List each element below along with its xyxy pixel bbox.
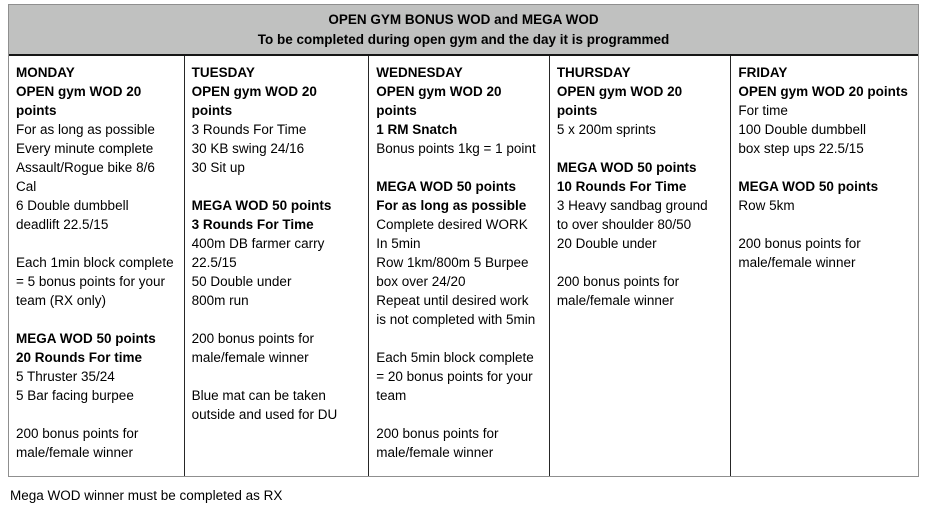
wod-line: MEGA WOD 50 points bbox=[556, 160, 697, 175]
day-column-wednesday: WEDNESDAY OPEN gym WOD 20 points 1 RM Snat… bbox=[369, 56, 550, 476]
blank-line bbox=[16, 405, 176, 424]
blank-line bbox=[192, 367, 361, 386]
wod-line: Each 1min block complete = 5 bonus point… bbox=[16, 255, 174, 308]
wod-line: Row 5km bbox=[738, 198, 795, 213]
blank-line bbox=[16, 310, 176, 329]
wod-line: 6 Double dumbbell bbox=[16, 198, 129, 213]
blank-line bbox=[376, 405, 541, 424]
wod-line: MEGA WOD 50 points bbox=[738, 179, 879, 194]
blank-line bbox=[192, 177, 361, 196]
wod-line: 5 Bar facing burpee bbox=[16, 388, 134, 403]
wod-line: 5 x 200m sprints bbox=[556, 122, 656, 137]
wod-line: For as long as possible bbox=[376, 198, 527, 213]
wod-line: For time bbox=[738, 103, 788, 118]
wod-line: box step ups 22.5/15 bbox=[738, 141, 864, 156]
wod-line: 800m run bbox=[191, 293, 249, 308]
wod-line: Every minute complete bbox=[16, 141, 154, 156]
wod-line: Complete desired WORK bbox=[376, 217, 528, 232]
table-header: OPEN GYM BONUS WOD and MEGA WOD To be co… bbox=[9, 5, 918, 56]
wod-line: 200 bonus points for male/female winner bbox=[16, 426, 139, 460]
wod-line: Bonus points 1kg = 1 point bbox=[376, 141, 536, 156]
wod-line: 10 Rounds For Time bbox=[556, 179, 687, 194]
wod-line: OPEN gym WOD 20 points bbox=[376, 84, 502, 118]
blank-line bbox=[376, 158, 541, 177]
footer-note: Mega WOD winner must be completed as RX bbox=[10, 488, 283, 503]
wod-line: WEDNESDAY bbox=[376, 65, 463, 80]
wod-line: OPEN gym WOD 20 points bbox=[738, 84, 908, 99]
wod-line: 200 bonus points for male/female winner bbox=[191, 331, 314, 365]
wod-line: THURSDAY bbox=[556, 65, 631, 80]
wod-line: 3 Heavy sandbag ground bbox=[556, 198, 708, 213]
blank-line bbox=[557, 139, 723, 158]
wod-line: 200 bonus points for male/female winner bbox=[738, 236, 861, 270]
wod-line: Each 5min block complete = 20 bonus poin… bbox=[376, 350, 534, 403]
wod-line: 3 Rounds For Time bbox=[191, 122, 307, 137]
wod-line: 5 Thruster 35/24 bbox=[16, 369, 115, 384]
wod-line: box over 24/20 bbox=[376, 274, 466, 289]
wod-table: OPEN GYM BONUS WOD and MEGA WOD To be co… bbox=[8, 4, 919, 477]
wod-line: 20 Double under bbox=[556, 236, 657, 251]
wod-line: 30 KB swing 24/16 bbox=[191, 141, 305, 156]
wod-line: OPEN gym WOD 20 points bbox=[191, 84, 317, 118]
blank-line bbox=[192, 310, 361, 329]
wod-line: For as long as possible bbox=[16, 122, 155, 137]
blank-line bbox=[738, 158, 910, 177]
wod-line: MONDAY bbox=[16, 65, 75, 80]
wod-line: 100 Double dumbbell bbox=[738, 122, 866, 137]
blank-line bbox=[557, 253, 723, 272]
wod-line: 200 bonus points for male/female winner bbox=[556, 274, 680, 308]
wod-line: to over shoulder 80/50 bbox=[556, 217, 692, 232]
wod-line: Repeat until desired work is not complet… bbox=[376, 293, 536, 327]
blank-line bbox=[16, 234, 176, 253]
day-column-tuesday: TUESDAY OPEN gym WOD 20 points 3 Rounds Fo… bbox=[185, 56, 370, 476]
wod-line: 30 Sit up bbox=[191, 160, 245, 175]
table-title-line1: OPEN GYM BONUS WOD and MEGA WOD bbox=[328, 11, 599, 27]
wod-line: 400m DB farmer carry 22.5/15 bbox=[191, 236, 325, 270]
wod-line: MEGA WOD 50 points bbox=[376, 179, 516, 194]
blank-line bbox=[738, 215, 910, 234]
wod-line: 20 Rounds For time bbox=[16, 350, 143, 365]
wod-line: 50 Double under bbox=[191, 274, 292, 289]
wod-line: TUESDAY bbox=[191, 65, 255, 80]
wod-line: Assault/Rogue bike 8/6 Cal bbox=[16, 160, 155, 194]
wod-line: 3 Rounds For Time bbox=[191, 217, 314, 232]
wod-line: deadlift 22.5/15 bbox=[16, 217, 109, 232]
table-title-line2: To be completed during open gym and the … bbox=[257, 31, 670, 47]
wod-line: 200 bonus points for male/female winner bbox=[376, 426, 499, 460]
wod-line: FRIDAY bbox=[738, 65, 788, 80]
wod-line: OPEN gym WOD 20 points bbox=[556, 84, 683, 118]
wod-line: MEGA WOD 50 points bbox=[191, 198, 332, 213]
wod-line: MEGA WOD 50 points bbox=[16, 331, 156, 346]
wod-line: 1 RM Snatch bbox=[376, 122, 458, 137]
wod-line: Row 1km/800m 5 Burpee bbox=[376, 255, 529, 270]
wod-line: OPEN gym WOD 20 points bbox=[16, 84, 142, 118]
day-column-thursday: THURSDAY OPEN gym WOD 20 points 5 x 200m s… bbox=[550, 56, 732, 476]
wod-line: Blue mat can be taken outside and used f… bbox=[191, 388, 338, 422]
blank-line bbox=[376, 329, 541, 348]
wod-line: In 5min bbox=[376, 236, 421, 251]
